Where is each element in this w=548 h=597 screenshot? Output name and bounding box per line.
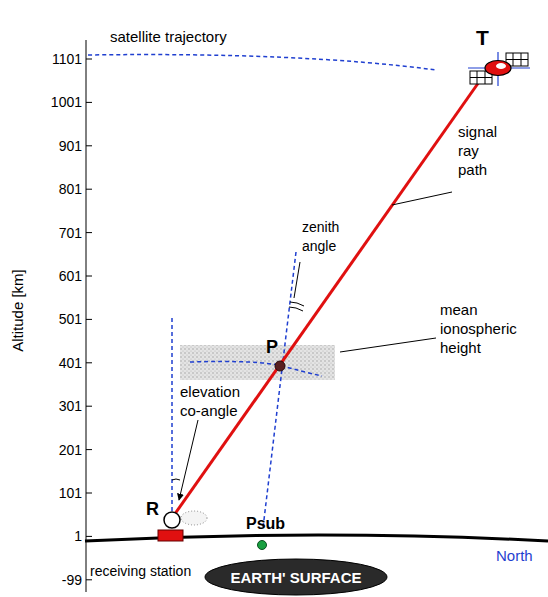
- tick-value: 201: [30, 441, 82, 460]
- local-vertical-receiver: [171, 318, 173, 512]
- angle-label: zenith angle: [302, 218, 352, 256]
- tick-value: 1101: [30, 50, 82, 69]
- earth-surface-line: [85, 535, 548, 541]
- signal-ray: [172, 72, 486, 518]
- tick-value: 901: [30, 137, 82, 156]
- tick-value: 801: [30, 180, 82, 199]
- receiver-letter: R: [146, 500, 162, 519]
- ionosphere-label: mean ionospheric height: [440, 300, 530, 357]
- axis-tick: [86, 449, 92, 450]
- axis-tick: [86, 59, 92, 60]
- ionospheric-height-curve: [190, 362, 322, 377]
- local-vertical-pierce-point: [263, 252, 296, 528]
- leader-line: [294, 262, 300, 298]
- tick-value: -99: [30, 571, 82, 590]
- receiver-antenna: [164, 512, 180, 528]
- tick-value: 101: [30, 484, 82, 503]
- axis-tick: [86, 232, 92, 233]
- station-label: receiving station: [90, 562, 205, 581]
- axis-tick: [86, 493, 92, 494]
- tick-value: 701: [30, 224, 82, 243]
- tick-value: 1001: [30, 93, 82, 112]
- tick-value: 501: [30, 310, 82, 329]
- pierce-point: [275, 361, 285, 371]
- satellite-icon: [468, 52, 530, 86]
- satellite-letter: T: [476, 28, 496, 47]
- axis-tick: [86, 406, 92, 407]
- axis-tick: [86, 189, 92, 190]
- axis-tick: [86, 276, 92, 277]
- leader-line: [340, 338, 436, 352]
- receiver-antenna-pattern: [181, 511, 207, 525]
- axis-title: Altitude [km]: [8, 256, 27, 366]
- point-letter: P: [266, 338, 282, 357]
- zenith-angle-arc: [290, 302, 304, 306]
- ionosphere-band: [180, 345, 335, 380]
- tick-value: 1: [30, 527, 82, 546]
- axis-tick: [86, 102, 92, 103]
- ray-path-label: signal ray path: [458, 122, 510, 179]
- leader-line: [392, 192, 452, 205]
- receiver-station: [158, 530, 183, 541]
- axis-tick: [86, 579, 92, 580]
- satellite-trajectory-curve: [88, 55, 436, 70]
- zenith-angle-arc: [289, 307, 303, 311]
- sub-ionospheric-point: [258, 541, 267, 550]
- axis-ticks: [86, 59, 92, 580]
- tick-value: 601: [30, 267, 82, 286]
- point-letter: Psub: [246, 514, 290, 533]
- trajectory-label: satellite trajectory: [110, 27, 290, 46]
- surface-label: EARTH' SURFACE: [230, 569, 361, 586]
- axis-tick: [86, 362, 92, 363]
- axis-tick: [86, 145, 92, 146]
- direction-label: North: [496, 546, 546, 565]
- leader-arrow: [179, 420, 198, 500]
- axis-tick: [86, 536, 92, 537]
- altitude-axis: [86, 40, 87, 592]
- tick-value: 301: [30, 397, 82, 416]
- angle-label: elevation co-angle: [180, 382, 252, 420]
- earth-ellipse: EARTH' SURFACE: [204, 558, 388, 596]
- tick-value: 401: [30, 354, 82, 373]
- axis-tick: [86, 319, 92, 320]
- elevation-angle-arc: [172, 479, 180, 480]
